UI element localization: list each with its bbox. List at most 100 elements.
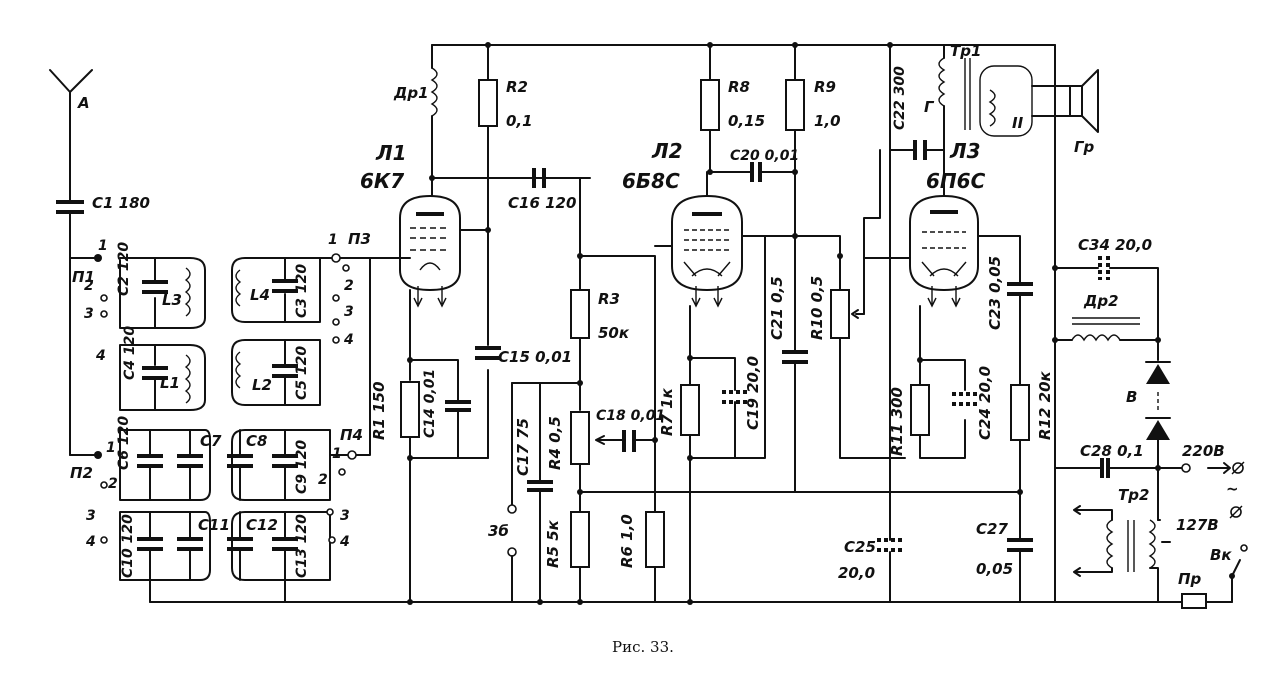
p3-pin-4: 4 — [343, 332, 354, 348]
c2-label: C2 120 — [116, 242, 132, 296]
p4-pin-3: 3 — [340, 508, 350, 524]
dr1-label: Др1 — [393, 84, 429, 102]
c5-label: C5 120 — [294, 346, 310, 400]
switch-p3 — [319, 253, 371, 344]
c18-label: C18 0,01 — [596, 408, 665, 424]
switch-p1 — [69, 254, 108, 318]
p2-label: П2 — [70, 464, 93, 482]
c10-label: C10 120 — [120, 514, 136, 578]
c21-label: C21 0,5 — [768, 276, 786, 340]
mains-terminal-2 — [1229, 505, 1243, 519]
p2-pin-4: 4 — [85, 534, 96, 550]
p1-pin-2: 2 — [84, 278, 94, 294]
c34-label: C34 20,0 — [1078, 236, 1152, 254]
c25-label: C25 — [844, 538, 876, 556]
c3-label: C3 120 — [294, 264, 310, 318]
r4-label: R4 0,5 — [546, 416, 564, 470]
c4-label: C4 120 — [122, 326, 138, 380]
r11-label: R11 300 — [888, 387, 906, 456]
power-b-plus-line — [1052, 44, 1058, 603]
p3-pin-2: 2 — [344, 278, 354, 294]
v127-label: 127В — [1176, 516, 1219, 534]
ii-label: II — [1012, 114, 1024, 132]
r7-label: R7 1к — [658, 387, 676, 436]
dr2-label: Др2 — [1083, 292, 1119, 310]
c24-label: C24 20,0 — [976, 366, 994, 440]
r9-value: 1,0 — [814, 112, 841, 130]
c22-label: C22 300 — [892, 66, 908, 130]
r12-label: R12 20к — [1036, 370, 1054, 440]
c27-label: C27 — [976, 520, 1008, 538]
tube-l1-type: 6К7 — [360, 169, 404, 193]
cap-section-c10-c11 — [119, 511, 211, 603]
resistor-r2 — [478, 42, 498, 459]
capacitor-c15 — [475, 346, 501, 360]
r8-value: 0,15 — [728, 112, 765, 130]
l3-label: L3 — [162, 291, 182, 309]
p4-label: П4 — [340, 426, 363, 444]
capacitor-c17 — [511, 382, 581, 605]
p1-pin-3: 3 — [84, 306, 94, 322]
capacitor-c34 — [1054, 256, 1159, 341]
c14-label: C14 0,01 — [422, 369, 438, 438]
c7-label: C7 — [200, 432, 222, 450]
antenna-label: A — [77, 94, 90, 112]
p3-label: П3 — [348, 230, 371, 248]
p4-pin-2: 2 — [318, 472, 328, 488]
v-label: В — [1126, 388, 1137, 406]
coil-section-l4 — [231, 257, 321, 323]
power-switch-vk — [1229, 544, 1248, 603]
pickup-jack-3b — [507, 382, 517, 603]
capacitor-c1 — [56, 200, 84, 456]
c23-label: C23 0,05 — [986, 256, 1004, 330]
choke-dr2 — [1054, 317, 1161, 343]
tube-l3-type: 6П6С — [926, 169, 986, 193]
switch-p2 — [69, 451, 108, 489]
resistor-r5 — [570, 511, 590, 605]
resistor-r9 — [785, 42, 805, 493]
c17-label: C17 75 — [514, 418, 532, 476]
p1-pin-4: 4 — [95, 348, 106, 364]
p1-label: П1 — [72, 268, 95, 286]
r3-label: R3 — [598, 290, 620, 308]
antenna — [49, 69, 93, 201]
capacitor-c22 — [887, 42, 945, 160]
switch-p4 — [326, 257, 371, 544]
gr-label: Гр — [1074, 138, 1095, 156]
p4-pin-1: 1 — [332, 446, 342, 462]
r8-label: R8 — [728, 78, 750, 96]
transformer-tr1 — [938, 44, 1033, 151]
tube-l2 — [671, 171, 743, 308]
loudspeaker — [1031, 69, 1099, 133]
capacitor-c25 — [877, 149, 903, 603]
p3-pin-1: 1 — [328, 232, 338, 248]
g-label: Г — [924, 98, 935, 116]
p4-pin-4: 4 — [339, 534, 350, 550]
p1-pin-1: 1 — [98, 238, 108, 254]
resistor-r7-c19 — [680, 235, 766, 605]
c8-label: C8 — [246, 432, 267, 450]
capacitor-c16 — [532, 168, 546, 188]
l2-label: L2 — [252, 376, 272, 394]
tube-l2-ref: Л2 — [651, 139, 683, 163]
potentiometer-r4 — [570, 411, 615, 513]
cap-section-c6-c7 — [119, 429, 211, 501]
r1-label: R1 150 — [370, 381, 388, 440]
p2-pin-1: 1 — [106, 440, 116, 456]
tube-l3-ref: Л3 — [949, 139, 981, 163]
resistor-r8 — [700, 42, 720, 175]
coil-section-l3 — [119, 257, 206, 329]
coil-section-l2 — [231, 339, 321, 406]
r5-label: R5 5к — [544, 519, 562, 568]
figure-caption: Рис. 33. — [612, 638, 674, 656]
resistor-r6 — [645, 437, 665, 603]
r9-label: R9 — [814, 78, 836, 96]
pickup-label: 3б — [488, 522, 509, 540]
r2-label: R2 — [506, 78, 528, 96]
v220-label: 220В — [1182, 442, 1225, 460]
resistor-r3 — [570, 177, 590, 411]
c15-label: C15 0,01 — [498, 348, 572, 366]
c9-label: C9 120 — [294, 440, 310, 494]
r6-label: R6 1,0 — [618, 514, 636, 568]
